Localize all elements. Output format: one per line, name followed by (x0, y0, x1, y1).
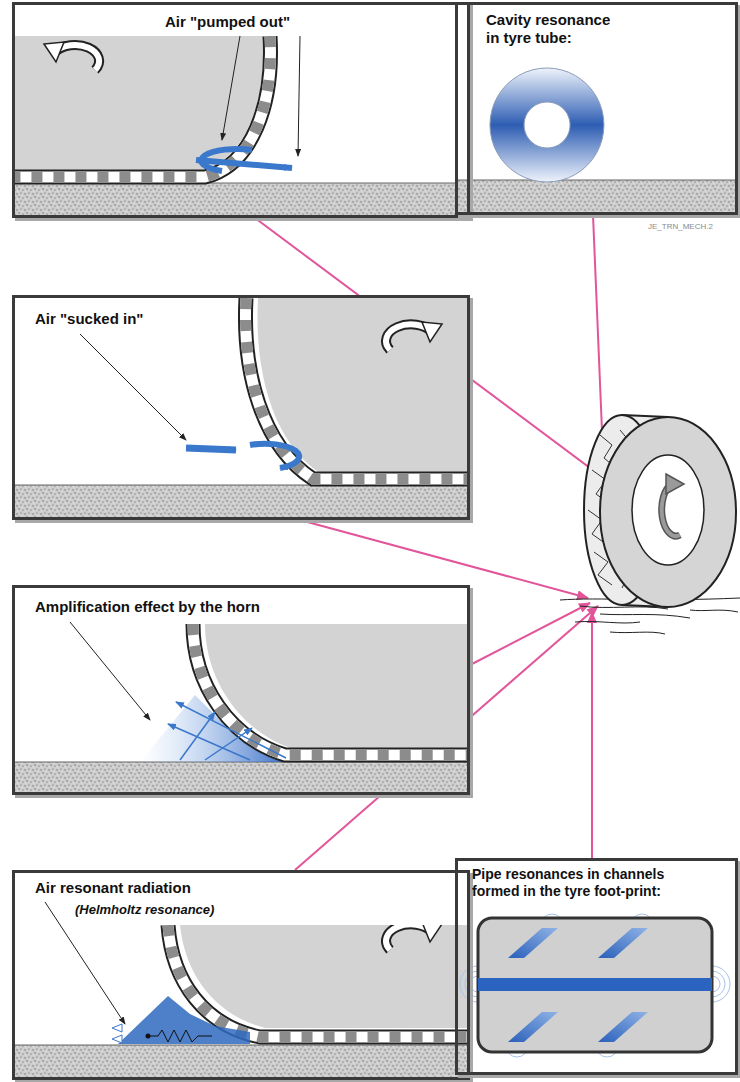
leader-line (591, 612, 593, 858)
tread-blocks (246, 298, 467, 479)
mechanism-panel: Cavity resonance in tyre tube: (455, 2, 738, 215)
pointer-line (45, 902, 125, 1024)
panel-heading: Air "sucked in" (35, 310, 143, 328)
pointer-line (222, 36, 240, 140)
longitudinal-channel (478, 978, 712, 991)
leader-line (470, 603, 590, 665)
tyre-footprint (478, 918, 712, 1052)
footprint-figure (460, 914, 730, 1057)
drawing-code: JE_TRN_MECH.2 (648, 222, 713, 231)
tyre-body (15, 36, 263, 170)
panel-heading: Air resonant radiation (35, 879, 191, 897)
sound-ripples (460, 914, 730, 1057)
tyre-sidewall (600, 417, 736, 607)
road-surface (12, 1045, 470, 1080)
panel-heading: Air "pumped out" (165, 13, 290, 31)
sound-rays (168, 702, 286, 760)
air-flow-arrow (196, 160, 292, 168)
tread-blocks (168, 925, 467, 1037)
pumped-out-figure (12, 36, 470, 218)
horn-figure (12, 622, 470, 795)
air-flow-arrow (186, 448, 236, 450)
tyre-illustration (560, 415, 740, 634)
rotation-arrow (44, 42, 99, 70)
pointer-line (70, 622, 150, 720)
road-surface (455, 180, 738, 215)
air-out-arrow (112, 1024, 122, 1032)
helmholtz-figure (12, 902, 470, 1080)
panel-backgrounds (12, 2, 738, 1080)
mechanism-panel: Amplification effect by the horn (12, 585, 470, 795)
rotation-arrow (386, 925, 442, 950)
panel-heading: Amplification effect by the horn (35, 598, 260, 616)
lateral-channels (508, 928, 648, 1042)
air-out-arrow (112, 1035, 122, 1043)
mechanism-panel: Pipe resonances in channels formed in th… (455, 858, 738, 1075)
mechanism-panel: Air resonant radiation (Helmholtz resonan… (12, 870, 470, 1080)
spring-symbol (148, 1030, 212, 1042)
sucked-in-figure (12, 298, 470, 520)
tread-blocks (193, 624, 467, 755)
panel-heading: Cavity resonance in tyre tube: (486, 11, 618, 47)
panel-heading: Pipe resonances in channels formed in th… (472, 866, 692, 900)
rotation-arrow (386, 322, 442, 350)
mechanism-panel: Air "pumped out" (12, 2, 470, 218)
road-surface (12, 762, 470, 795)
pointer-line (80, 334, 186, 440)
pointer-line (298, 36, 300, 156)
resonant-cavity (118, 996, 250, 1044)
leader-line (593, 215, 603, 455)
tread-blocks (15, 36, 270, 177)
air-flow-arrow (250, 444, 299, 468)
tyre-hub (632, 455, 704, 565)
road-surface (12, 485, 470, 520)
tyre-body (180, 925, 467, 1028)
road-surface (12, 183, 470, 218)
mechanism-panel: Air "sucked in" (12, 295, 470, 520)
cavity-figure (455, 68, 738, 215)
panel-subheading: (Helmholtz resonance) (75, 902, 214, 918)
tyre-torus (490, 68, 604, 182)
